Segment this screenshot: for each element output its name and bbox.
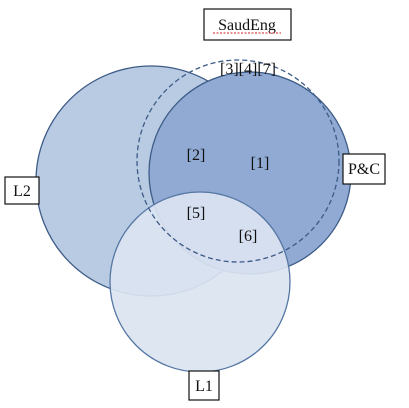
region-2-label: [2] (187, 147, 206, 164)
pc-label: P&C (348, 161, 380, 178)
l1-label-box (188, 370, 220, 401)
saudeng-label: SaudEng (218, 17, 276, 34)
l2-label: L2 (13, 183, 31, 200)
l2-label-box (4, 176, 40, 205)
saudeng-label-box (203, 8, 292, 41)
region-1-label: [1] (251, 155, 270, 172)
pc-label-box (342, 153, 386, 185)
region-5-label: [5] (187, 205, 206, 222)
l1-label: L1 (195, 378, 213, 395)
region-6-label: [6] (239, 228, 258, 245)
region-347-label: [3][4][7] (220, 61, 276, 78)
set-saudeng-circle (136, 59, 340, 263)
